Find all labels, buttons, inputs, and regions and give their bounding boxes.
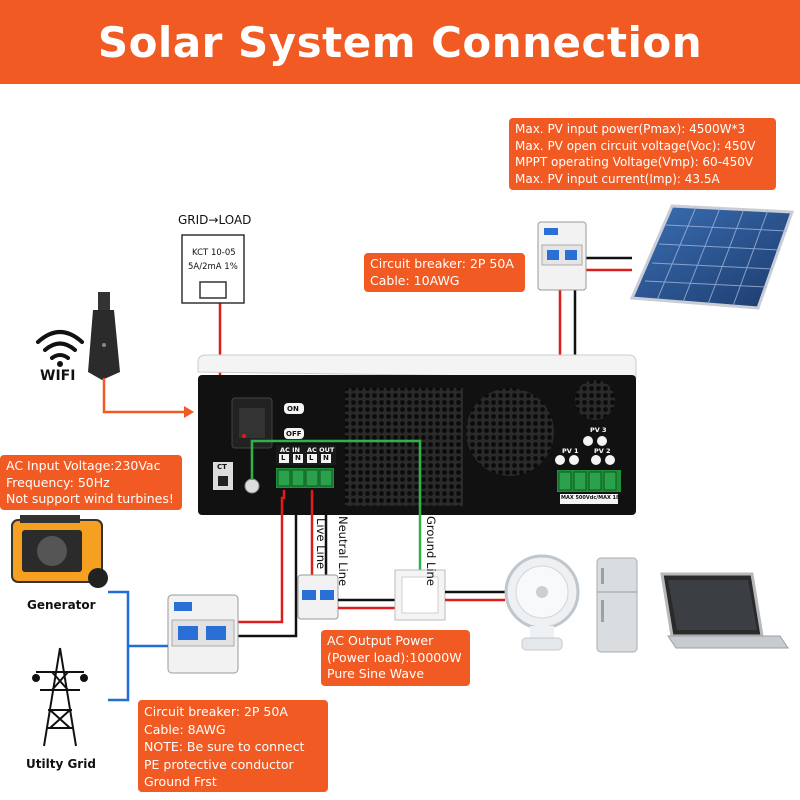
wall-socket-icon	[394, 569, 446, 621]
switch-off-label: OFF	[286, 430, 302, 438]
transmission-tower-icon	[32, 647, 88, 747]
grid-breaker-line: Circuit breaker: 2P 50A	[144, 704, 288, 719]
page-title: Solar System Connection	[97, 17, 703, 67]
pv1-label: PV 1	[562, 447, 579, 455]
solar-panel-icon	[629, 204, 795, 310]
pv2-label: PV 2	[594, 447, 611, 455]
wifi-icon	[36, 330, 84, 367]
circuit-breaker-icon	[167, 594, 239, 674]
ac-input-callout: AC Input Voltage:230Vac Frequency: 50Hz …	[0, 455, 182, 510]
pv-breaker-line: Circuit breaker: 2P 50A	[370, 256, 514, 271]
ground-line-label: Ground Line	[424, 516, 438, 586]
pv-breaker-callout: Circuit breaker: 2P 50A Cable: 10AWG	[364, 253, 525, 292]
ac-out-label: AC OUT	[307, 446, 335, 454]
refrigerator-icon	[596, 557, 638, 653]
ac-input-line: Not support wind turbines!	[6, 491, 174, 506]
switch-on-label: ON	[287, 405, 299, 413]
grid-breaker-line: PE protective conductor	[144, 756, 294, 772]
pv-spec-line: Max. PV input current(Imp): 43.5A	[515, 171, 720, 186]
ac-in-l-label: L	[281, 454, 286, 462]
inverter-unit	[197, 354, 637, 515]
pv-breaker-line: Cable: 10AWG	[370, 272, 460, 288]
ct-model: KCT 10-05	[192, 248, 236, 258]
ac-output-line: (Power load):10000W	[327, 649, 462, 665]
pv-spec-callout: Max. PV input power(Pmax): 4500W*3 Max. …	[509, 118, 776, 190]
title-banner: Solar System Connection	[0, 0, 800, 84]
live-line-label: Live Line	[314, 518, 328, 570]
laptop-icon	[660, 572, 789, 649]
fan-icon	[504, 554, 580, 651]
ac-input-line: AC Input Voltage:230Vac	[6, 458, 161, 473]
ct-clamp-icon	[181, 234, 245, 304]
ct-rating: 5A/2mA 1%	[188, 262, 238, 272]
generator-label: Generator	[27, 598, 96, 612]
ac-out-n-label: N	[323, 454, 329, 462]
circuit-breaker-icon	[537, 221, 587, 291]
pv3-label: PV 3	[590, 426, 607, 434]
ac-output-callout: AC Output Power (Power load):10000W Pure…	[321, 630, 470, 686]
ct-port-label: CT	[217, 463, 227, 471]
ac-output-line: AC Output Power	[327, 633, 434, 648]
ac-in-label: AC IN	[280, 446, 300, 454]
wifi-dongle-icon	[88, 292, 120, 380]
generator-icon	[11, 515, 108, 588]
pv-spec-line: Max. PV open circuit voltage(Voc): 450V	[515, 138, 756, 153]
ac-input-line: Frequency: 50Hz	[6, 474, 110, 490]
grid-breaker-callout: Circuit breaker: 2P 50A Cable: 8AWG NOTE…	[138, 700, 328, 792]
utility-grid-label: Utilty Grid	[26, 757, 96, 771]
ct-title: GRID→LOAD	[178, 213, 252, 227]
ac-out-l-label: L	[309, 454, 314, 462]
pv-rating-label: MAX 500Vdc/MAX 18Amp	[561, 495, 633, 501]
grid-breaker-line: Ground Frst	[144, 774, 217, 789]
ac-output-line: Pure Sine Wave	[327, 666, 425, 681]
pv-spec-line: Max. PV input power(Pmax): 4500W*3	[515, 122, 746, 136]
wifi-label: WIFI	[40, 368, 76, 384]
pv-spec-line: MPPT operating Voltage(Vmp): 60-450V	[515, 155, 754, 169]
neutral-line-label: Neutral Line	[336, 516, 350, 587]
ac-in-n-label: N	[295, 454, 301, 462]
grid-breaker-line: NOTE: Be sure to connect	[144, 739, 305, 754]
circuit-breaker-icon	[297, 574, 339, 620]
grid-breaker-line: Cable: 8AWG	[144, 721, 226, 737]
